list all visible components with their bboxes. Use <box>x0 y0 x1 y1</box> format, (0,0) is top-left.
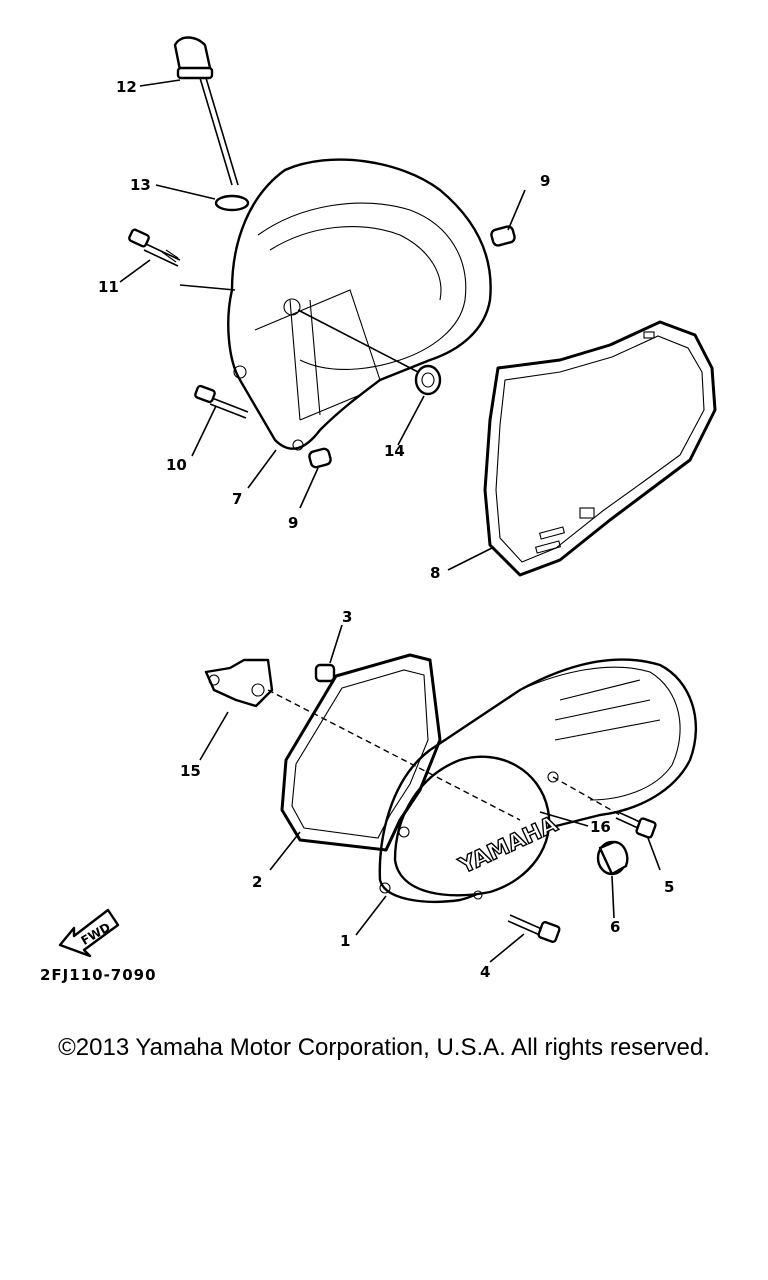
clamp-part-15 <box>204 658 274 708</box>
oil-dipstick-part-12 <box>173 36 239 186</box>
crankcase-cover-part-7 <box>227 158 492 451</box>
callout-13: 13 <box>130 176 151 194</box>
o-ring-part-13 <box>214 194 250 212</box>
callout-16: 16 <box>590 818 611 836</box>
callout-8: 8 <box>430 564 440 582</box>
exploded-parts-diagram: YAMAHA FWD <box>58 36 717 981</box>
gasket-part-8 <box>483 320 717 577</box>
callout-9-bottom: 9 <box>288 514 298 532</box>
fwd-arrow-icon: FWD <box>58 908 120 958</box>
bolt-part-10 <box>194 384 249 419</box>
callout-10: 10 <box>166 456 187 474</box>
callout-2: 2 <box>252 873 262 891</box>
dowel-pin-part-9-bottom <box>308 447 332 469</box>
callout-5: 5 <box>664 878 674 896</box>
callout-11: 11 <box>98 278 119 296</box>
copyright-notice: ©2013 Yamaha Motor Corporation, U.S.A. A… <box>58 1034 710 1061</box>
callout-7: 7 <box>232 490 242 508</box>
pin-part-3 <box>314 663 336 683</box>
callout-9-top: 9 <box>540 172 550 190</box>
crankcase-cover-part-1: YAMAHA <box>378 658 698 903</box>
bolt-part-4 <box>507 914 561 943</box>
bolt-part-5 <box>615 811 657 839</box>
drawing-code: 2FJ110-7090 <box>40 966 157 984</box>
callout-4: 4 <box>480 963 490 981</box>
callout-1: 1 <box>340 932 350 950</box>
callout-6: 6 <box>610 918 620 936</box>
gasket-part-2 <box>280 653 442 852</box>
leader-lines <box>119 79 661 963</box>
callout-15: 15 <box>180 762 201 780</box>
dowel-pin-part-9-top <box>490 225 516 247</box>
oil-seal-part-14 <box>414 364 442 396</box>
bolt-part-11 <box>128 228 181 267</box>
callout-12: 12 <box>116 78 137 96</box>
plug-part-6 <box>596 840 629 876</box>
assembly-line-clamp <box>267 689 521 821</box>
callout-3: 3 <box>342 608 352 626</box>
assembly-line-bolt5 <box>552 776 621 816</box>
callout-14: 14 <box>384 442 405 460</box>
